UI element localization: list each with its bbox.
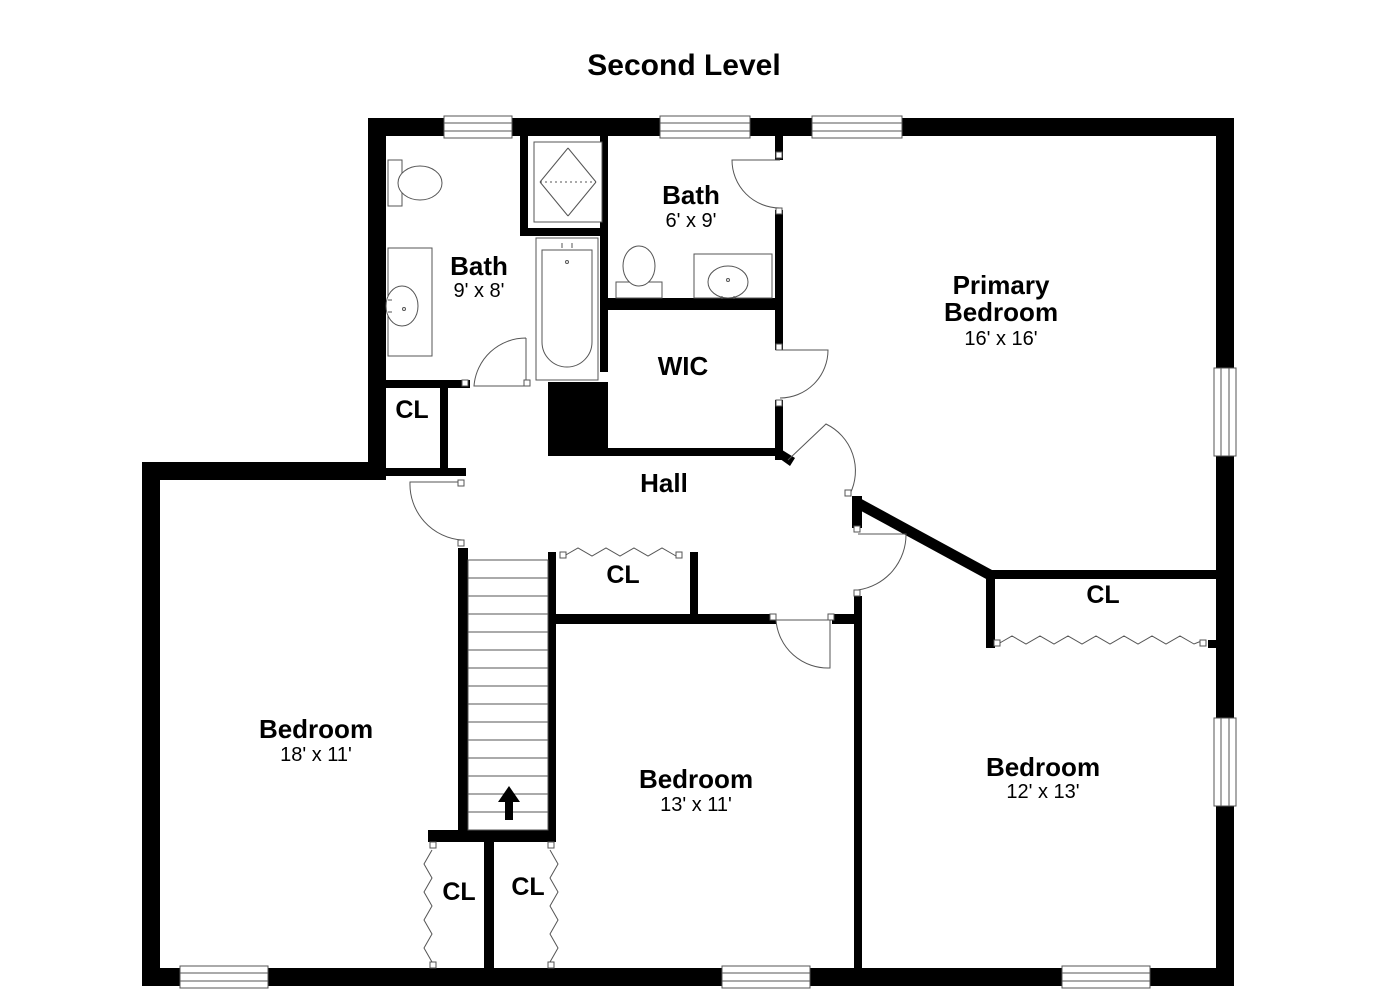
primary-bedroom-name-line1: Primary: [953, 270, 1050, 300]
primary-bedroom-name-line2: Bedroom: [944, 297, 1058, 327]
window-bottom-1: [179, 965, 269, 989]
stair-up-arrow-icon: [498, 786, 520, 820]
window-right-1: [1213, 367, 1237, 457]
door-bedroom-right: [857, 533, 907, 591]
window-bottom-2: [721, 965, 811, 989]
closet-upper-left-label: CL: [395, 396, 428, 424]
bath-left-dims: 9' x 8': [454, 280, 505, 302]
window-top-2: [659, 115, 751, 139]
doors: [409, 151, 907, 669]
bifold-primary-closet: [997, 635, 1205, 645]
closet-hall-label: CL: [606, 561, 639, 589]
bedroom-left-name: Bedroom: [259, 714, 373, 744]
sink-icon-2: [693, 253, 773, 299]
closet-lower-right-label: CL: [511, 873, 544, 901]
door-bedroom-middle: [775, 619, 831, 669]
bifold-hall-closet: [563, 547, 677, 557]
bathtub-icon: [535, 237, 599, 381]
door-primary: [787, 423, 856, 495]
bedroom-middle-dims: 13' x 11': [660, 794, 732, 816]
door-bath-right: [731, 159, 781, 209]
bifold-doors: [423, 547, 1207, 969]
closet-primary-label: CL: [1086, 581, 1119, 609]
window-bottom-3: [1061, 965, 1151, 989]
toilet-icon-2: [615, 245, 663, 299]
bedroom-middle-name: Bedroom: [639, 764, 753, 794]
sink-icon: [385, 247, 433, 357]
windows: [179, 115, 1237, 989]
bath-fixtures: [385, 141, 773, 381]
bifold-lower-left-closet: [423, 849, 433, 963]
shower-icon: [533, 141, 603, 223]
bath-left-name: Bath: [450, 251, 508, 281]
window-right-2: [1213, 717, 1237, 807]
bedroom-right-dims: 12' x 13': [1006, 781, 1079, 803]
labels: Second Level Bath 9' x 8' Bath 6' x 9' P…: [259, 49, 1120, 906]
exterior-walls: [142, 118, 1234, 986]
bath-right-name: Bath: [662, 180, 720, 210]
bifold-lower-right-closet: [549, 849, 559, 963]
bath-right-dims: 6' x 9': [666, 210, 717, 232]
door-bath-left: [473, 337, 527, 387]
plan-title: Second Level: [587, 49, 780, 82]
door-wic: [779, 349, 829, 399]
bedroom-right-name: Bedroom: [986, 752, 1100, 782]
primary-bedroom-dims: 16' x 16': [964, 328, 1037, 350]
door-bedroom-left: [409, 481, 463, 541]
bedroom-left-dims: 18' x 11': [280, 744, 352, 766]
window-top-3: [811, 115, 903, 139]
toilet-icon: [387, 159, 443, 207]
wic-name: WIC: [658, 351, 709, 381]
window-top-1: [443, 115, 513, 139]
hall-name: Hall: [640, 468, 688, 498]
interior-walls: [386, 136, 1224, 970]
closet-lower-left-label: CL: [442, 878, 475, 906]
